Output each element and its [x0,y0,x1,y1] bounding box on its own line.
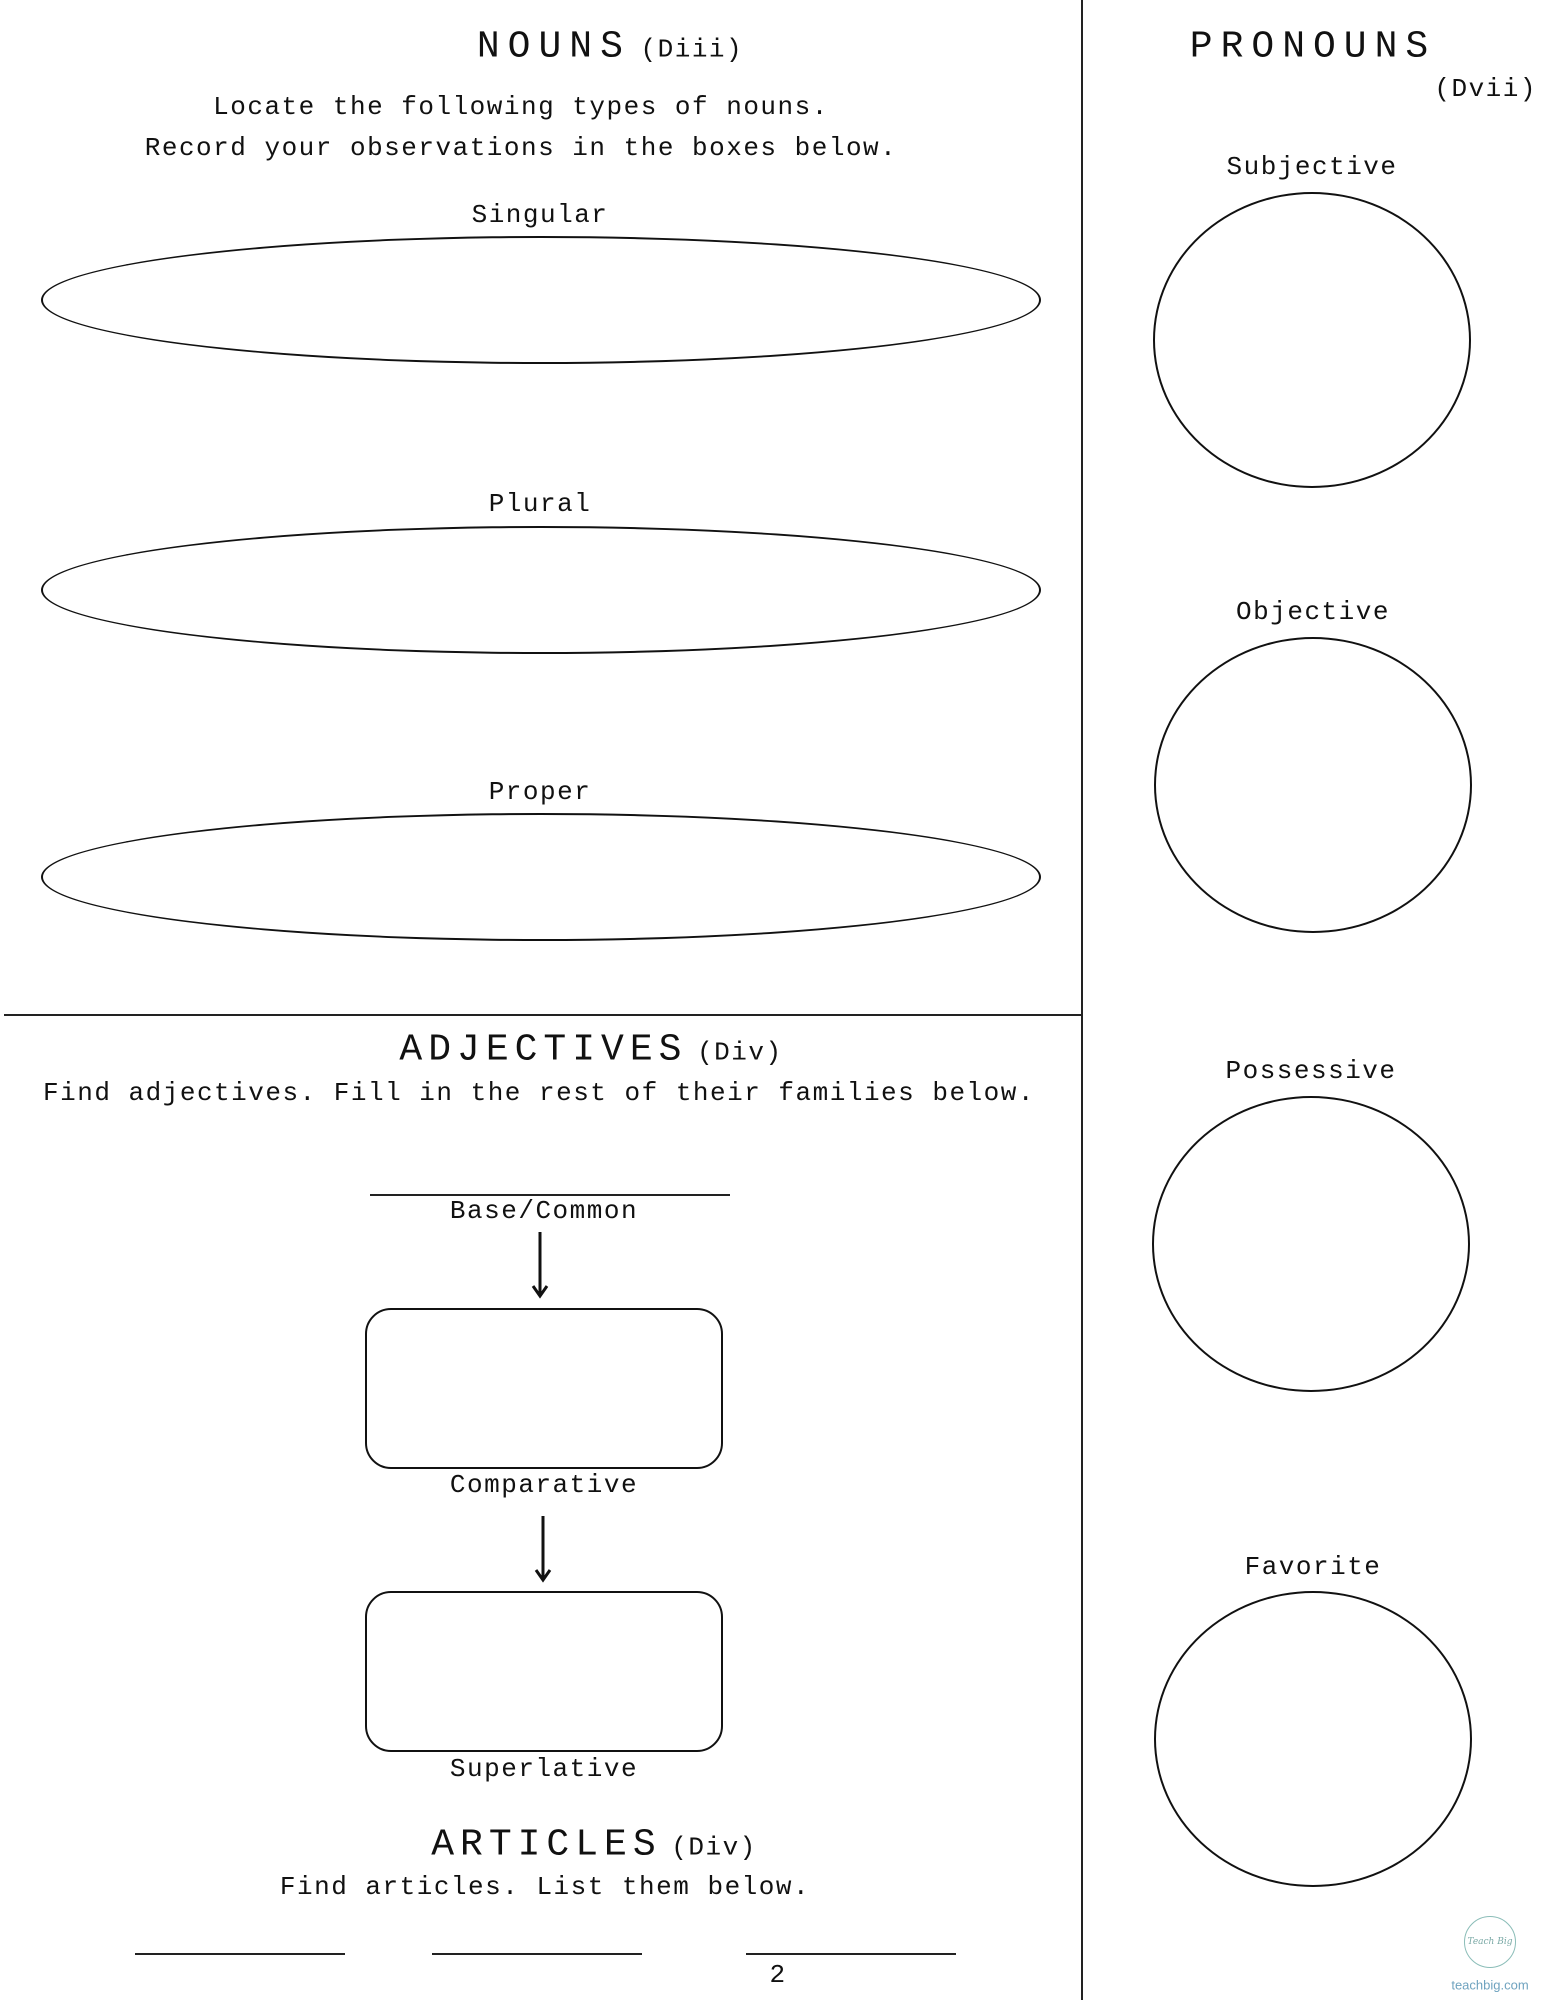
article-answer-line-2[interactable] [432,1953,642,1955]
possessive-label: Possessive [1225,1056,1397,1086]
singular-label: Singular [471,200,609,230]
pronouns-title: PRONOUNS [1189,25,1437,69]
article-answer-line-1[interactable] [135,1953,345,1955]
article-answer-line-3[interactable] [746,1953,956,1955]
base-answer-line[interactable] [370,1194,730,1196]
favorite-answer-circle[interactable] [1154,1591,1472,1887]
adjectives-instructions: Find adjectives. Fill in the rest of the… [43,1078,1035,1108]
logo-site-text: teachbig.com [1451,1977,1529,1993]
plural-label: Plural [488,489,592,519]
logo-mark: Teach Big [1467,1937,1513,1947]
teach-big-logo: Teach Big [1464,1916,1516,1968]
favorite-label: Favorite [1244,1552,1382,1582]
nouns-instruction-1: Locate the following types of nouns. [213,92,829,122]
articles-title: ARTICLES [431,1823,662,1867]
articles-code: (Div) [671,1832,757,1863]
down-arrow-icon [534,1516,552,1583]
objective-label: Objective [1236,597,1390,627]
articles-instructions: Find articles. List them below. [279,1872,811,1902]
singular-answer-oval[interactable] [41,236,1041,364]
comparative-label: Comparative [449,1470,639,1500]
nouns-code: (Diii) [640,34,744,65]
superlative-answer-box[interactable] [365,1591,723,1752]
possessive-answer-circle[interactable] [1152,1096,1470,1392]
down-arrow-icon [531,1232,549,1299]
comparative-answer-box[interactable] [365,1308,723,1469]
adjectives-code: (Div) [697,1037,783,1068]
page-number: 2 [769,1960,787,1990]
subjective-label: Subjective [1226,152,1398,182]
adjectives-title: ADJECTIVES [399,1028,688,1072]
proper-label: Proper [488,777,592,807]
proper-answer-oval[interactable] [41,813,1041,941]
nouns-title: NOUNS [476,25,631,69]
subjective-answer-circle[interactable] [1153,192,1471,488]
nouns-heading: NOUNS (Diii) [477,26,743,69]
superlative-label: Superlative [449,1754,639,1784]
pronouns-code: (Dvii) [1434,74,1537,104]
base-common-label: Base/Common [449,1196,639,1226]
adjectives-heading: ADJECTIVES (Div) [399,1029,782,1072]
nouns-instruction-2: Record your observations in the boxes be… [144,133,898,163]
vertical-divider [1081,0,1083,2000]
articles-heading: ARTICLES (Div) [431,1824,757,1867]
plural-answer-oval[interactable] [41,526,1041,654]
objective-answer-circle[interactable] [1154,637,1472,933]
horizontal-divider [4,1014,1082,1016]
